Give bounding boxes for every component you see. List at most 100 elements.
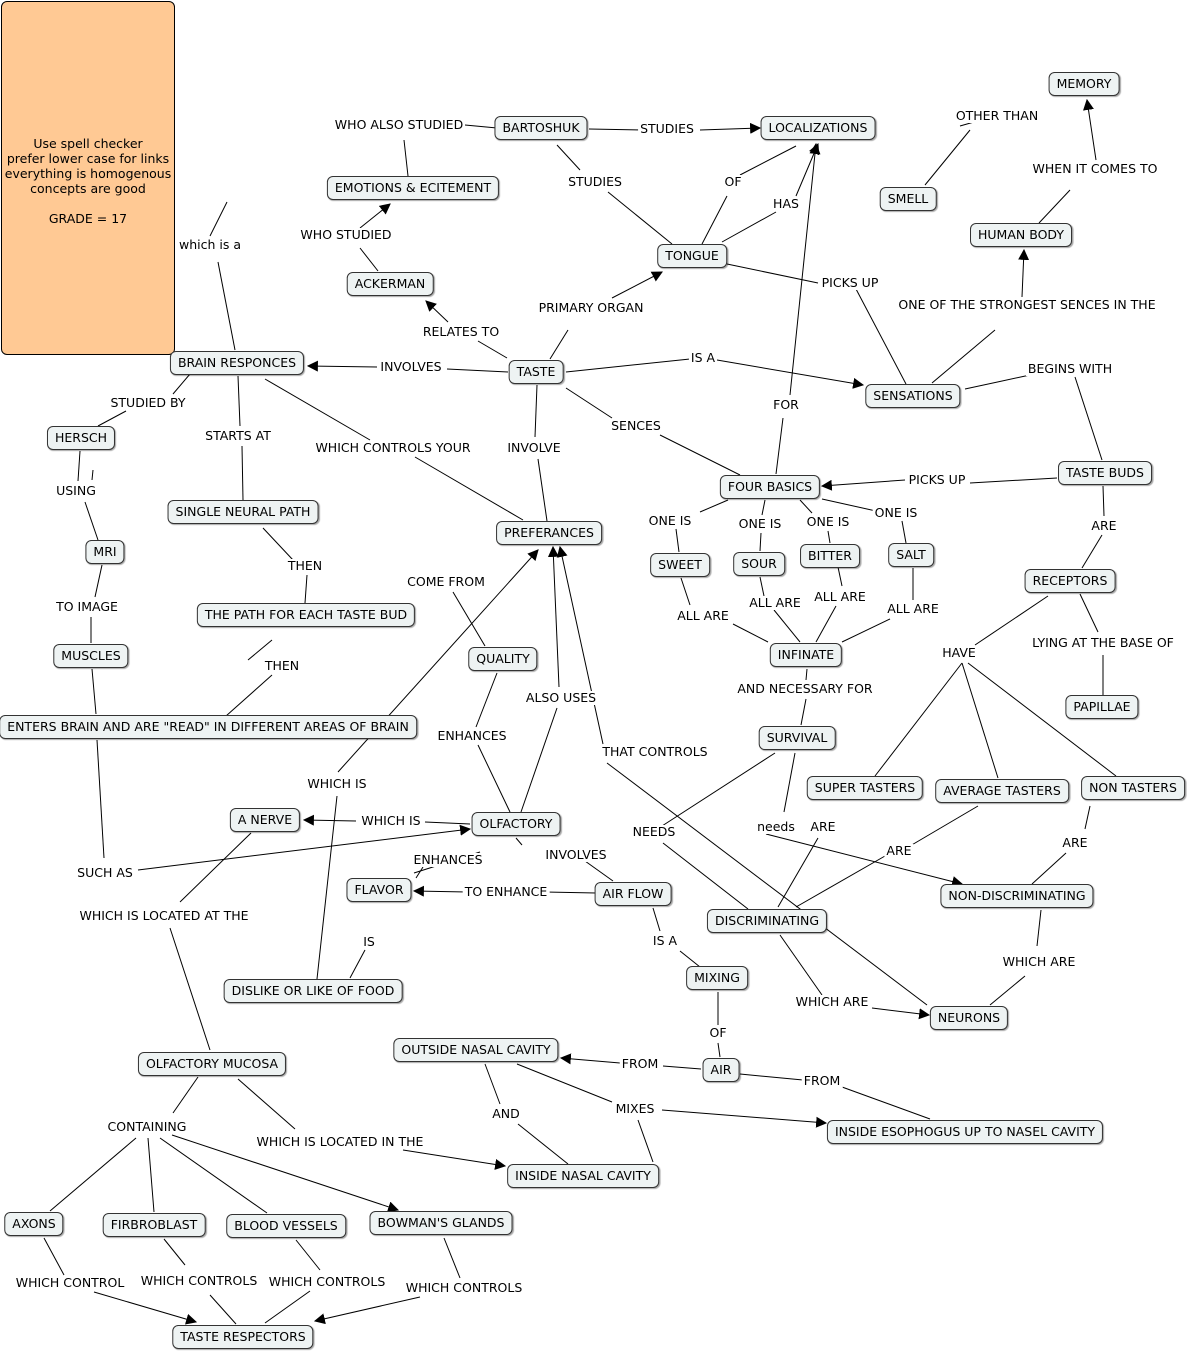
concept-memory[interactable]: MEMORY	[1048, 72, 1120, 96]
link-label: WHICH IS LOCATED IN THE	[254, 1134, 426, 1149]
connector-line	[805, 668, 808, 681]
concept-infinate[interactable]: INFINATE	[769, 643, 843, 667]
connector-line	[515, 837, 523, 846]
link-label: WHICH IS LOCATED AT THE	[77, 908, 251, 923]
concept-hersch[interactable]: HERSCH	[46, 426, 116, 450]
concept-non-discriminating[interactable]: NON-DISCRIMINATING	[940, 884, 1094, 908]
concept-survival[interactable]: SURVIVAL	[758, 726, 836, 750]
concept-papillae[interactable]: PAPILLAE	[1065, 695, 1139, 719]
connector-line	[841, 1086, 931, 1120]
concept-mri[interactable]: MRI	[85, 540, 125, 564]
connector-line	[1084, 805, 1091, 830]
link-label: NEEDS	[630, 824, 678, 839]
concept-ackerman[interactable]: ACKERMAN	[346, 272, 434, 296]
concept-preferances[interactable]: PREFERANCES	[496, 521, 602, 545]
link-label: WHICH CONTROL	[13, 1275, 127, 1290]
concept-sweet[interactable]: SWEET	[650, 553, 710, 577]
concept-average-tasters[interactable]: AVERAGE TASTERS	[935, 779, 1069, 803]
concept-air-flow[interactable]: AIR FLOW	[594, 882, 672, 906]
connector-line	[924, 129, 971, 186]
link-label: STARTS AT	[203, 428, 273, 443]
connector-line	[606, 762, 928, 1006]
concept-flavor[interactable]: FLAVOR	[346, 878, 412, 902]
concept-quality[interactable]: QUALITY	[468, 647, 538, 671]
concept-super-tasters[interactable]: SUPER TASTERS	[806, 776, 924, 800]
concept-dislike-or-like-of-food[interactable]: DISLIKE OR LIKE OF FOOD	[223, 979, 403, 1003]
link-label: INVOLVES	[543, 847, 609, 862]
concept-localizations[interactable]: LOCALIZATIONS	[760, 116, 876, 140]
concept-taste-buds[interactable]: TASTE BUDS	[1058, 461, 1152, 485]
connector-line	[425, 300, 449, 323]
connector-line	[264, 1290, 311, 1324]
concept-blood-vessels[interactable]: BLOOD VESSELS	[226, 1214, 346, 1238]
concept-sour[interactable]: SOUR	[733, 552, 785, 576]
link-label: THEN	[285, 558, 325, 573]
concept-salt[interactable]: SALT	[888, 543, 934, 567]
concept-olfactory-mucosa[interactable]: OLFACTORY MUCOSA	[137, 1052, 287, 1076]
concept-non-tasters[interactable]: NON TASTERS	[1081, 776, 1185, 800]
concept-single-neural-path[interactable]: SINGLE NEURAL PATH	[167, 500, 319, 524]
concept-discriminating[interactable]: DISCRIMINATING	[706, 909, 828, 933]
link-label: INVOLVE	[505, 440, 563, 455]
connector-line	[94, 564, 103, 598]
concept-olfactory[interactable]: OLFACTORY	[471, 812, 561, 836]
concept-brain-responces[interactable]: BRAIN RESPONCES	[169, 351, 305, 375]
concept-human-body[interactable]: HUMAN BODY	[970, 223, 1072, 247]
connector-line	[967, 662, 1117, 777]
link-label: ONE IS	[872, 505, 920, 520]
connector-line	[588, 128, 646, 131]
concept-outside-nasal-cavity[interactable]: OUTSIDE NASAL CAVITY	[393, 1038, 559, 1062]
concept-mixing[interactable]: MIXING	[686, 966, 748, 990]
connector-line	[901, 520, 907, 544]
link-label: STUDIES	[566, 174, 624, 189]
connector-line	[1083, 98, 1097, 161]
link-label: ALL ARE	[675, 608, 731, 623]
connector-line	[699, 499, 729, 513]
connector-line	[91, 668, 97, 715]
concept-bartoshuk[interactable]: BARTOSHUK	[494, 116, 588, 140]
concept-inside-nasal-cavity[interactable]: INSIDE NASAL CAVITY	[507, 1164, 659, 1188]
concept-taste[interactable]: TASTE	[508, 360, 564, 384]
connector-line	[871, 1007, 931, 1020]
connector-line	[659, 434, 741, 476]
connector-line	[1031, 852, 1067, 885]
connector-line	[789, 142, 821, 396]
connector-line	[304, 574, 308, 604]
concept-muscles[interactable]: MUSCLES	[53, 644, 129, 668]
link-label: ARE	[884, 843, 914, 858]
connector-line	[217, 261, 236, 351]
connector-line	[699, 122, 762, 134]
link-label: ONE IS	[646, 513, 694, 528]
concept-firbroblast[interactable]: FIRBROBLAST	[102, 1213, 206, 1237]
link-label: MIXES	[613, 1101, 657, 1116]
concept-enters-brain[interactable]: ENTERS BRAIN AND ARE "READ" IN DIFFERENT…	[0, 715, 417, 739]
concept-path-each-taste-bud[interactable]: THE PATH FOR EACH TASTE BUD	[196, 603, 416, 627]
concept-smell[interactable]: SMELL	[879, 187, 937, 211]
concept-neurons[interactable]: NEURONS	[929, 1006, 1009, 1030]
concept-emotions-excitement[interactable]: EMOTIONS & ECITEMENT	[326, 176, 500, 200]
connector-line	[93, 1291, 198, 1325]
connector-line	[477, 744, 511, 813]
connector-line	[565, 358, 691, 373]
connector-line	[759, 576, 765, 597]
concept-tongue[interactable]: TONGUE	[657, 244, 727, 268]
concept-taste-respectors[interactable]: TASTE RESPECTORS	[172, 1325, 314, 1349]
connector-line	[679, 950, 701, 968]
concept-bowmans-glands[interactable]: BOWMAN'S GLANDS	[369, 1211, 513, 1235]
connector-line	[306, 360, 378, 372]
connector-line	[1074, 376, 1103, 461]
concept-receptors[interactable]: RECEPTORS	[1024, 569, 1116, 593]
connector-line	[171, 1134, 400, 1213]
connector-line	[721, 211, 777, 243]
concept-sensations[interactable]: SENSATIONS	[865, 384, 961, 408]
concept-a-nerve[interactable]: A NERVE	[229, 808, 301, 832]
link-label: IS	[361, 934, 377, 949]
concept-bitter[interactable]: BITTER	[800, 544, 860, 568]
connector-line	[464, 124, 498, 129]
concept-inside-esophogus[interactable]: INSIDE ESOPHOGUS UP TO NASEL CAVITY	[826, 1120, 1104, 1144]
connector-line	[1038, 189, 1071, 224]
connector-line	[484, 1063, 501, 1105]
concept-axons[interactable]: AXONS	[4, 1212, 64, 1236]
concept-four-basics[interactable]: FOUR BASICS	[719, 475, 821, 499]
concept-air[interactable]: AIR	[702, 1058, 740, 1082]
